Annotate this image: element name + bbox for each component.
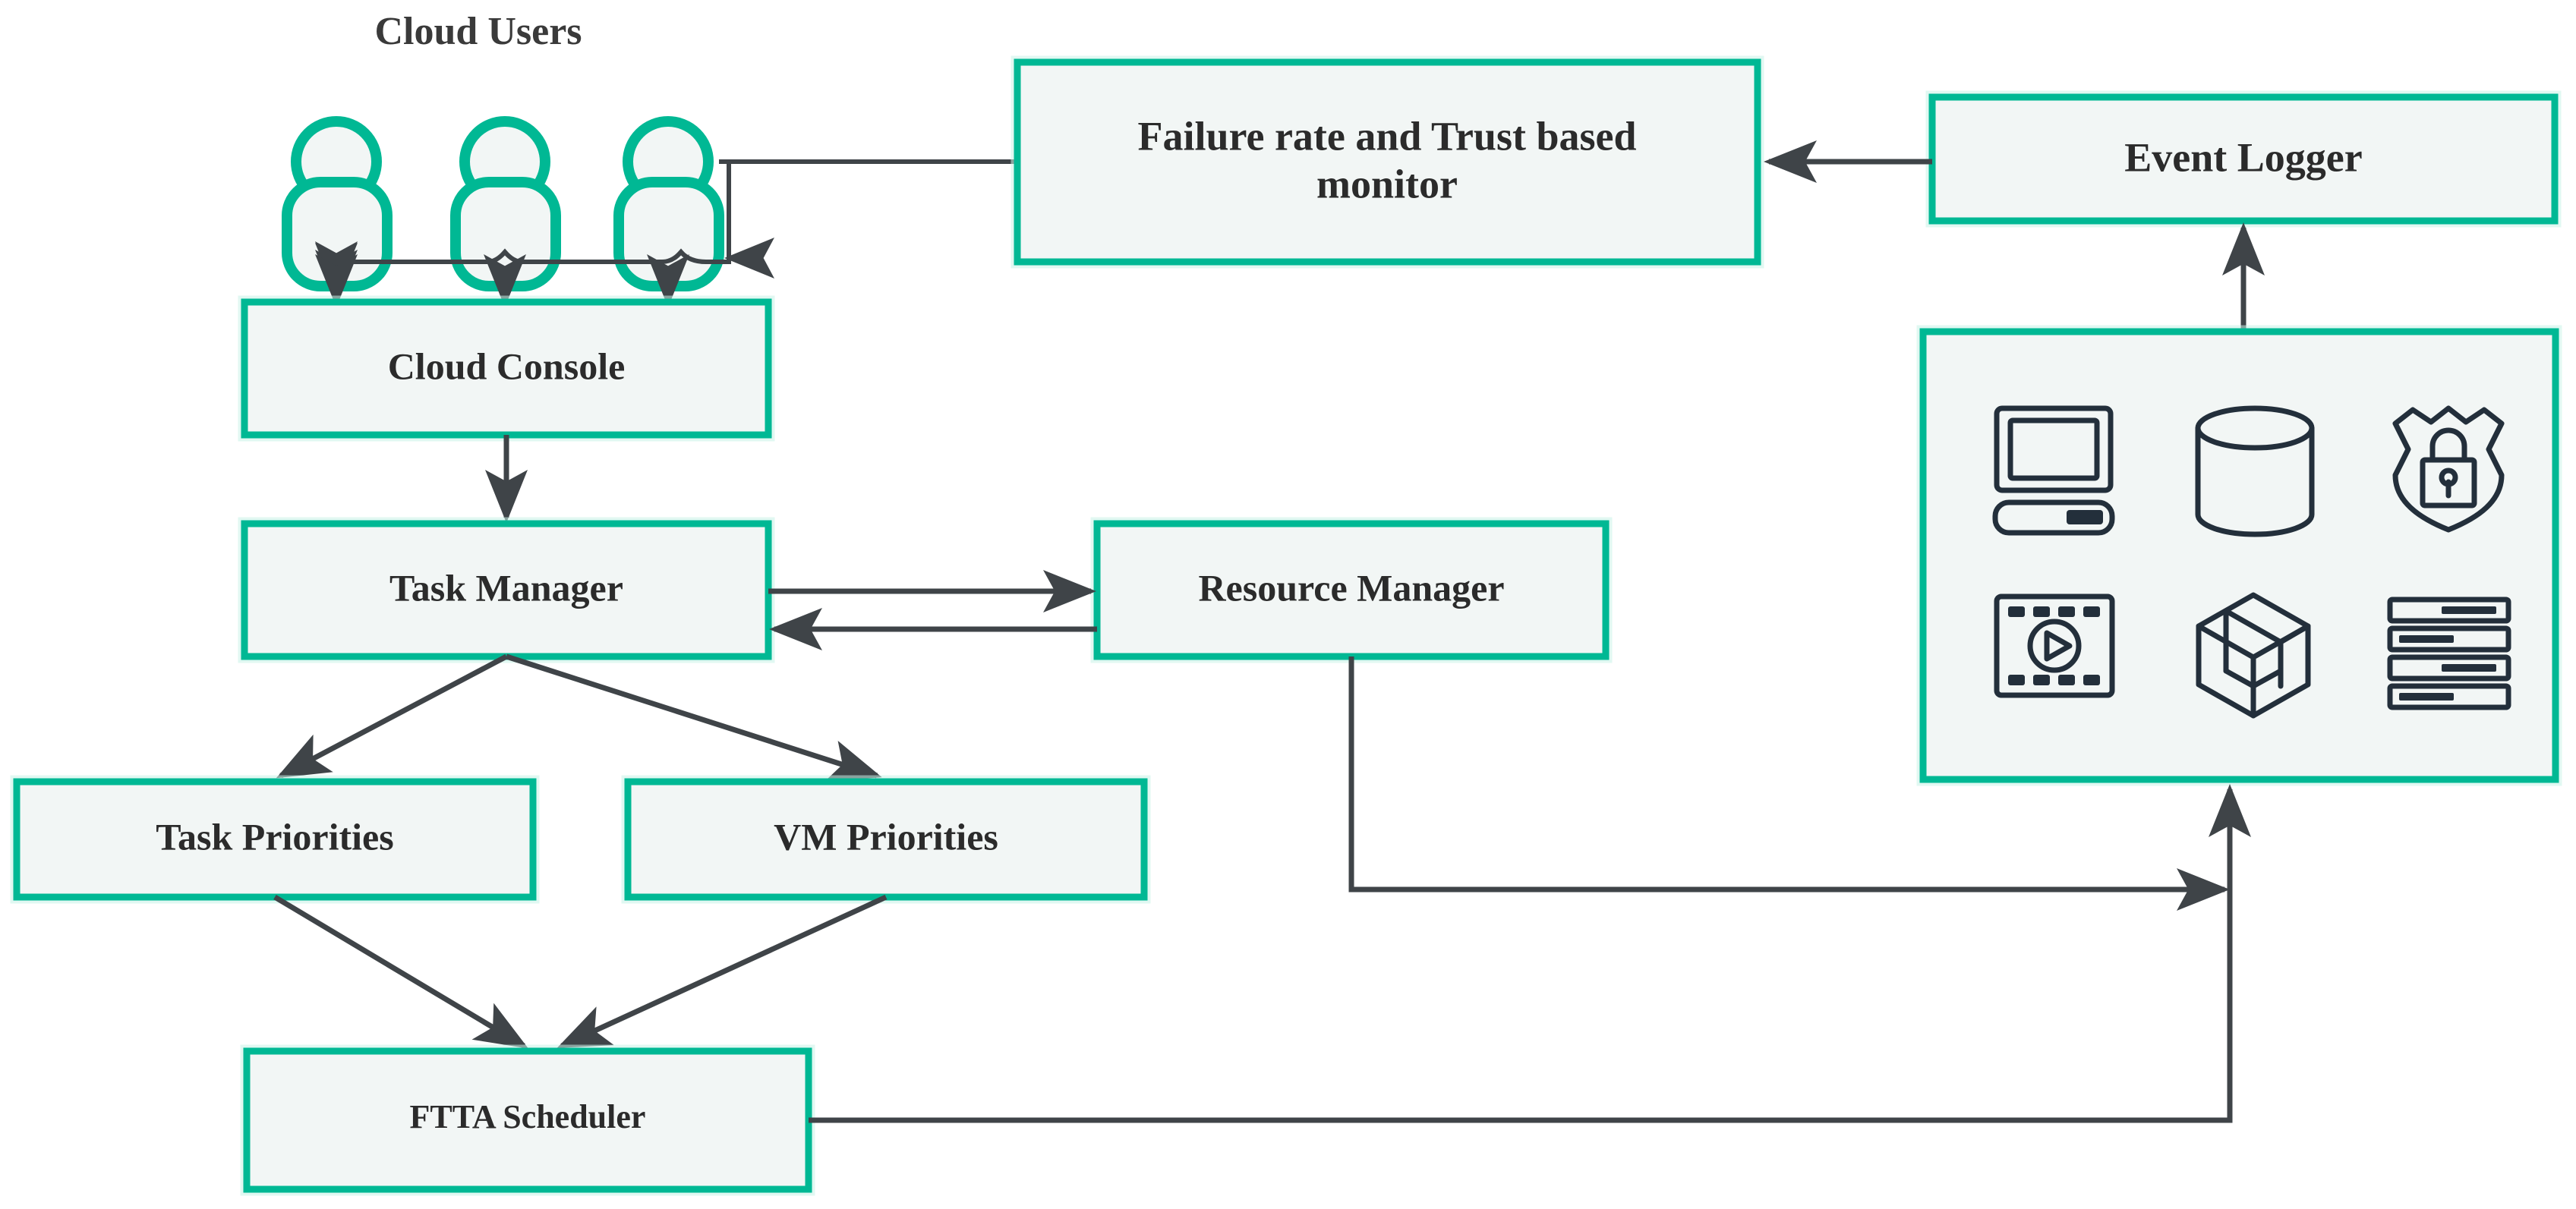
vm-priorities-label: VM Priorities (774, 815, 998, 858)
cube-icon (2196, 592, 2311, 719)
node-event-logger[interactable]: Event Logger (1925, 90, 2562, 228)
edge-task-to-task-priorities (276, 653, 508, 779)
node-resource-pool-panel[interactable] (1916, 325, 2562, 786)
shield-lock-icon (2392, 405, 2505, 533)
node-task-priorities[interactable]: Task Priorities (10, 775, 540, 904)
edge-vm-priorities-to-ftta (557, 894, 888, 1049)
monitor-label-line1: Failure rate and Trust based (1137, 113, 1636, 159)
cloud-users-title: Cloud Users (374, 10, 582, 53)
computer-icon (1992, 405, 2115, 536)
monitor-label-line2: monitor (1316, 161, 1458, 206)
resource-manager-label: Resource Manager (1198, 566, 1504, 609)
event-logger-label: Event Logger (2124, 134, 2362, 180)
node-cloud-console[interactable]: Cloud Console (238, 295, 775, 442)
node-failure-trust-monitor[interactable]: Failure rate and Trust based monitor (1011, 55, 1764, 269)
task-priorities-label: Task Priorities (156, 815, 393, 858)
server-stack-icon (2387, 597, 2511, 710)
node-resource-manager[interactable]: Resource Manager (1090, 517, 1613, 663)
edge-monitor-feedback-to-users (336, 163, 774, 279)
ftta-scheduler-label: FTTA Scheduler (410, 1098, 646, 1135)
node-ftta-scheduler[interactable]: FTTA Scheduler (240, 1044, 815, 1196)
node-task-manager[interactable]: Task Manager (238, 517, 775, 663)
edge-resource-manager-to-ftta-link (1348, 656, 2230, 911)
media-film-icon (1994, 593, 2115, 698)
cloud-console-label: Cloud Console (388, 345, 626, 387)
edge-task-to-vm-priorities (505, 653, 882, 782)
database-icon (2195, 405, 2315, 537)
edge-task-priorities-to-ftta (273, 894, 529, 1049)
node-vm-priorities[interactable]: VM Priorities (621, 775, 1151, 904)
edge-ftta-to-resource-pool (809, 784, 2251, 1123)
task-manager-label: Task Manager (389, 566, 623, 609)
